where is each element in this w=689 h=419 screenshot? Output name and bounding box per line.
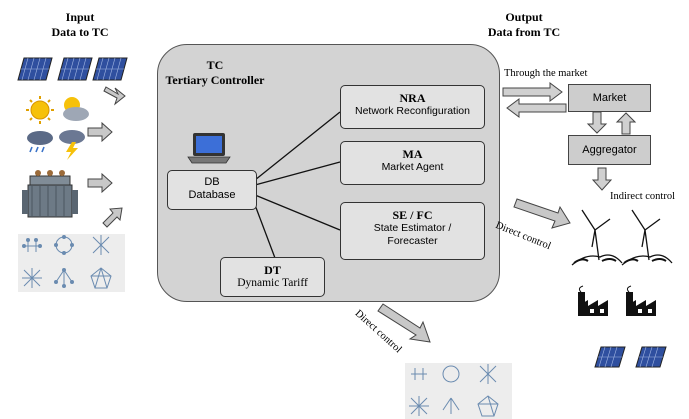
sefc-label-line2: Forecaster	[387, 235, 438, 247]
market-exchange-arrows	[502, 82, 567, 118]
wind-turbine-icon	[571, 209, 673, 266]
nra-abbr: NRA	[399, 91, 426, 105]
input-header-line2: Data to TC	[51, 25, 109, 39]
direct-control-arrow-bottom	[377, 303, 431, 343]
aggregator-box: Aggregator	[568, 135, 651, 165]
output-header-line1: Output	[505, 10, 543, 24]
output-header-line2: Data from TC	[487, 25, 561, 39]
dt-abbr: DT	[264, 263, 281, 277]
solar-panel-icon	[17, 57, 128, 81]
ma-module: MA Market Agent	[340, 141, 485, 185]
market-box: Market	[568, 84, 651, 112]
tc-title-text: Tertiary Controller	[165, 73, 265, 87]
market-aggregator-arrows	[586, 111, 637, 135]
input-header: Input Data to TC	[40, 10, 120, 40]
ma-abbr: MA	[402, 147, 423, 161]
db-abbr: DB	[204, 176, 220, 188]
weather-icon	[26, 96, 89, 160]
output-solar-panel-icon	[594, 346, 667, 368]
sefc-module: SE / FC State Estimator / Forecaster	[340, 202, 485, 260]
transformer-icon	[22, 170, 78, 218]
tc-title: TC Tertiary Controller	[160, 58, 270, 88]
market-label: Market	[592, 92, 627, 104]
indirect-control-label: Indirect control	[610, 191, 676, 202]
ma-label: Market Agent	[381, 161, 444, 173]
laptop-icon	[187, 133, 231, 164]
tc-abbr: TC	[206, 58, 224, 72]
output-header: Output Data from TC	[474, 10, 574, 40]
db-module: DB Database	[167, 170, 257, 210]
sefc-label-line1: State Estimator /	[373, 222, 452, 234]
factory-icon	[578, 285, 656, 316]
dt-label: Dynamic Tariff	[237, 277, 308, 289]
direct-control-arrow-right	[513, 198, 571, 229]
nra-module: NRA Network Reconfiguration	[340, 85, 485, 129]
through-market-label: Through the market	[504, 68, 588, 79]
sefc-abbr: SE / FC	[392, 208, 433, 222]
connector-lines	[254, 111, 341, 259]
network-topology-icon	[18, 234, 125, 292]
input-header-line1: Input	[65, 10, 95, 24]
dt-module: DT Dynamic Tariff	[220, 257, 325, 297]
input-arrows	[87, 86, 126, 228]
db-label: Database	[188, 189, 236, 201]
nra-label: Network Reconfiguration	[355, 105, 470, 117]
indirect-control-arrow	[591, 167, 613, 191]
output-network-topology-icon	[405, 363, 512, 419]
aggregator-label: Aggregator	[582, 144, 637, 156]
